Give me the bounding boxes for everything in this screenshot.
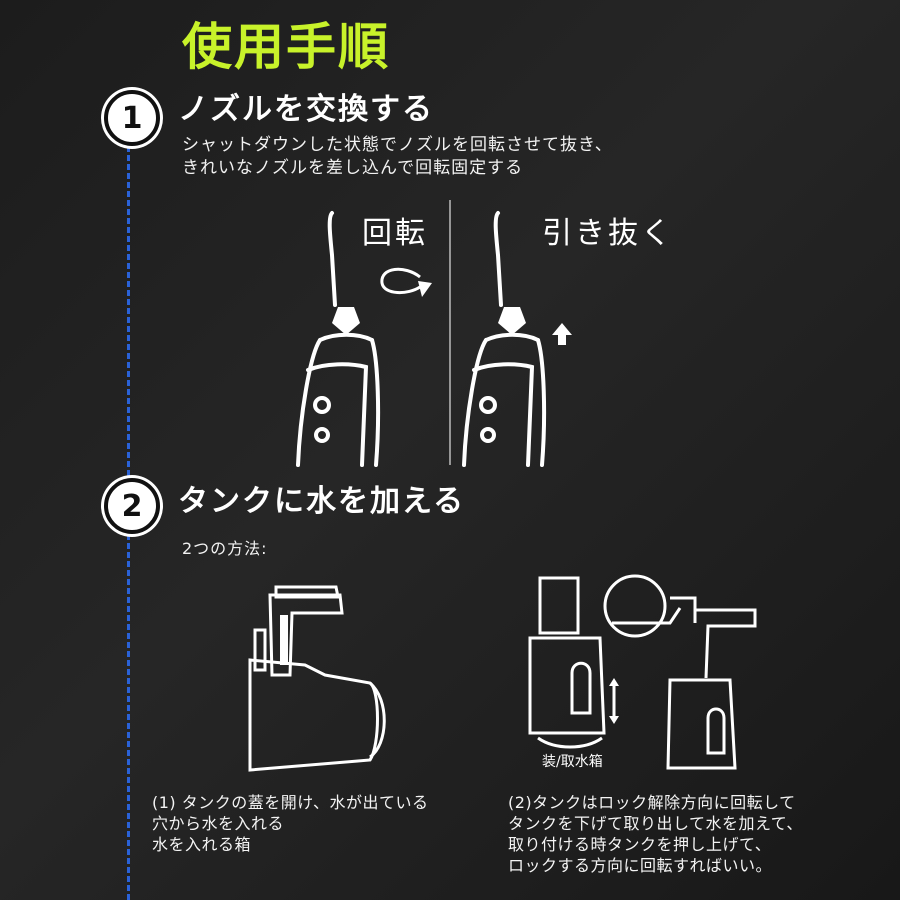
device-right [462,211,547,467]
step-1-heading: ノズルを交換する [178,92,434,127]
step-1-description-line-2: きれいなノズルを差し込んで回転固定する [182,158,524,178]
step-2-heading: タンクに水を加える [178,484,466,519]
method-2-line-4: ロックする方向に回転すればいい。 [508,856,773,875]
step-2-intro: 2つの方法: [182,539,268,558]
caption-rotate: 回転 [362,216,428,251]
timeline-line-upper [127,146,130,476]
step-1-number-badge: 1 [104,90,160,146]
page-title: 使用手順 [182,18,390,76]
step-1-description-line-1: シャットダウンした状態でノズルを回転させて抜き、 [182,135,613,155]
method-1-line-3: 水を入れる箱 [152,835,252,854]
method-2-line-3: 取り付ける時タンクを押し上げて、 [508,835,772,854]
fig-label-attach-detach-tank: 装/取水箱 [542,754,603,770]
rotate-arrow-icon [380,267,432,297]
up-down-arrow-icon [609,678,619,724]
method-1-line-1: (1) タンクの蓋を開け、水が出ている [152,793,429,812]
tank-detach-illustration: 装/取水箱 [528,574,757,770]
method-2-line-2: タンクを下げて取り出して水を加えて、 [508,814,803,833]
device-left [296,211,381,467]
up-arrow-icon [552,323,572,345]
method-2-line-1: (2)タンクはロック解除方向に回転して [508,793,796,812]
tank-lid-open-illustration [248,585,386,772]
nozzle-replacement-illustration [296,200,572,467]
timeline-line-lower [127,534,130,900]
caption-pull-out: 引き抜く [542,216,674,251]
step-2-number-badge: 2 [104,478,160,534]
method-1-line-2: 穴から水を入れる [152,814,285,833]
